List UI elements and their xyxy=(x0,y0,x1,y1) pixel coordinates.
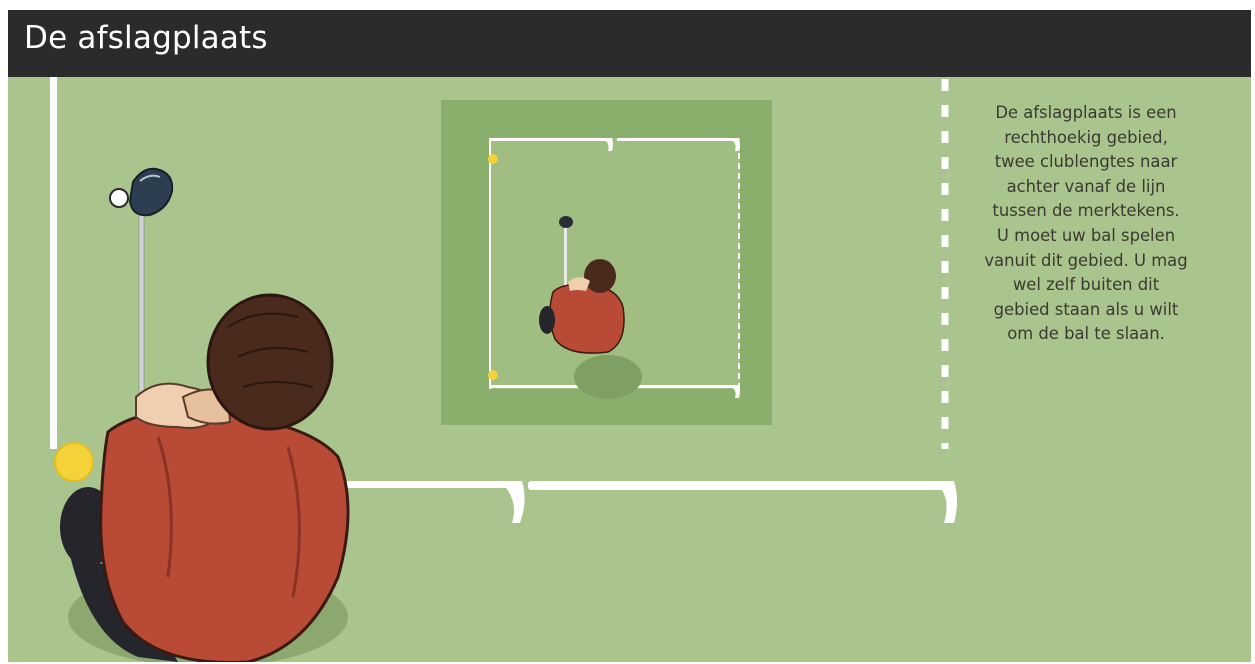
tee-marker-icon xyxy=(488,154,498,164)
caption-line: De afslagplaats is een xyxy=(971,101,1201,126)
caption-line: U moet uw bal spelen xyxy=(971,224,1201,249)
golfer-hair xyxy=(208,295,332,429)
caption-line: wel zelf buiten dit xyxy=(971,273,1201,298)
teeing-area xyxy=(489,138,740,389)
caption-text: De afslagplaats is een rechthoekig gebie… xyxy=(971,101,1201,347)
title-bar: De afslagplaats xyxy=(8,10,1251,77)
caption-line: gebied staan als u wilt xyxy=(971,298,1201,323)
inset-diagram xyxy=(441,100,772,425)
caption-line: twee clublengtes naar xyxy=(971,150,1201,175)
slide: De afslagplaats xyxy=(8,10,1251,662)
golf-ball-icon xyxy=(110,189,128,207)
tee-marker-icon xyxy=(55,443,93,481)
boundary-line-left xyxy=(50,77,57,449)
golfer-shirt xyxy=(101,411,348,662)
caption-line: achter vanaf de lijn xyxy=(971,175,1201,200)
slide-title: De afslagplaats xyxy=(24,20,268,56)
golf-club-shaft xyxy=(139,192,144,402)
caption-line: rechthoekig gebied, xyxy=(971,126,1201,151)
club-length-line-1 xyxy=(343,481,525,523)
caption-line: vanuit dit gebied. U mag xyxy=(971,249,1201,274)
golfer-figure-large xyxy=(60,169,348,662)
club-length-line-2 xyxy=(528,481,957,523)
tee-marker-icon xyxy=(488,370,498,380)
caption-line: om de bal te slaan. xyxy=(971,322,1201,347)
caption-line: tussen de merktekens. xyxy=(971,199,1201,224)
